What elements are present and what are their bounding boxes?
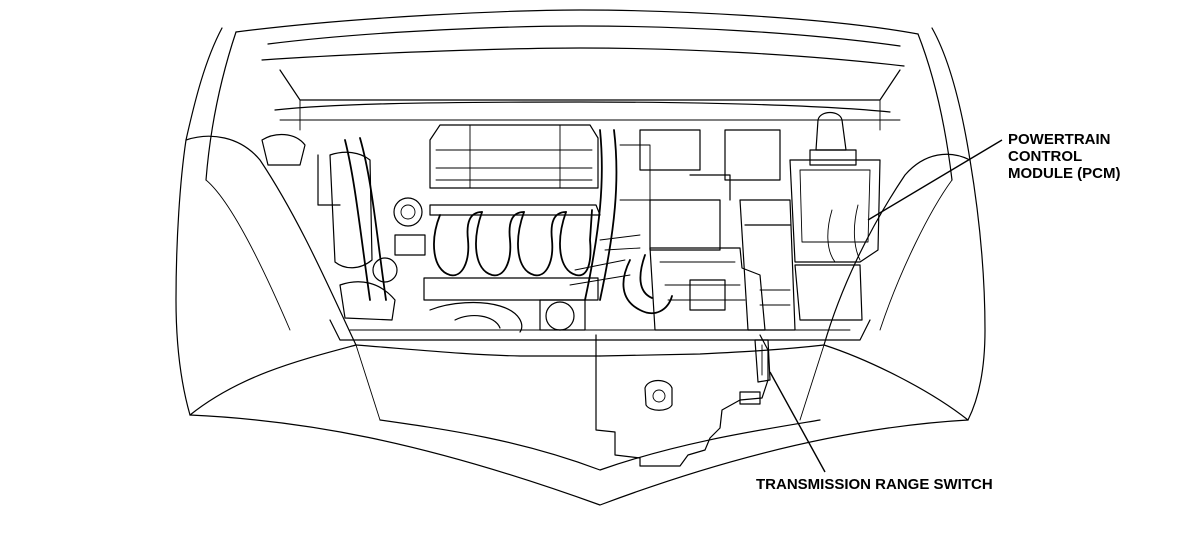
vehicle-body-outline <box>175 9 986 506</box>
engine-components <box>261 111 881 467</box>
transmission-range-switch-label: TRANSMISSION RANGE SWITCH <box>756 476 993 493</box>
pcm-label-line-1: POWERTRAIN <box>1008 131 1111 148</box>
trs-leader-line <box>769 371 826 473</box>
pcm-leader-line <box>867 139 1003 221</box>
callout-labels: POWERTRAIN CONTROL MODULE (PCM) TRANSMIS… <box>756 131 1121 493</box>
pcm-label-line-3: MODULE (PCM) <box>1008 165 1121 182</box>
pcm-label-line-2: CONTROL <box>1008 148 1082 165</box>
leader-lines <box>769 139 1003 473</box>
